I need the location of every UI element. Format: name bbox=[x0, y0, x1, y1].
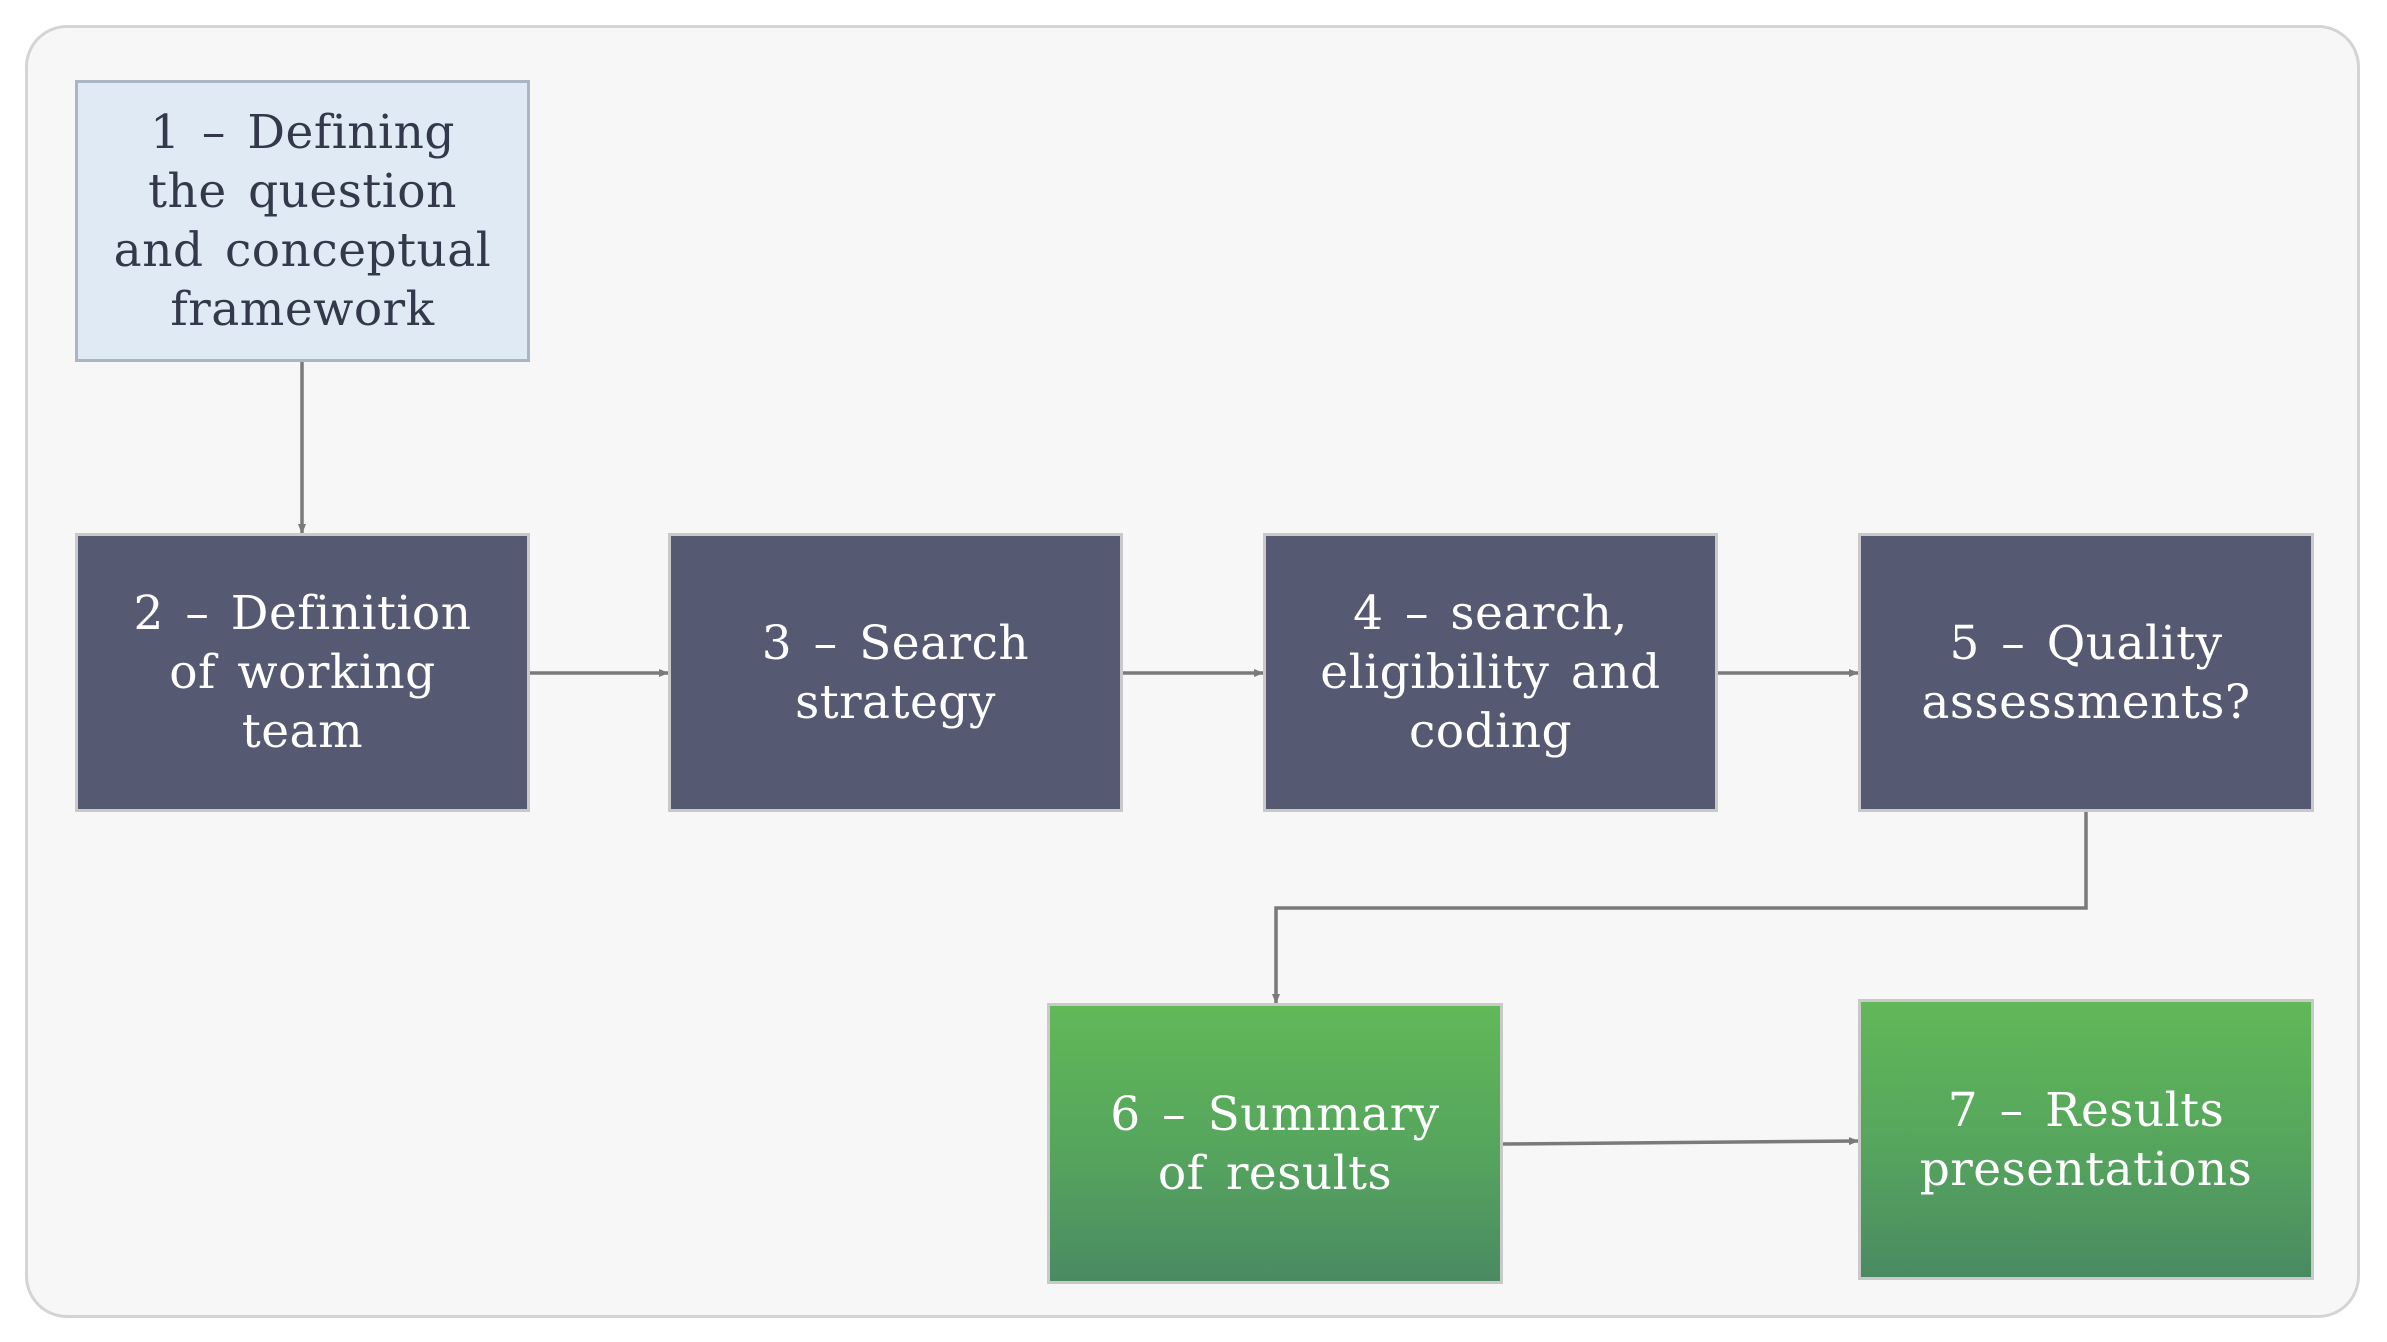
step-2-box: 2 – Definition of working team bbox=[75, 533, 530, 812]
step-7-box: 7 – Results presentations bbox=[1858, 999, 2314, 1280]
step-5-label: 5 – Quality assessments? bbox=[1921, 615, 2251, 730]
step-1-label: 1 – Defining the question and conceptual… bbox=[113, 105, 492, 337]
step-1-box: 1 – Defining the question and conceptual… bbox=[75, 80, 530, 362]
connector-6-7 bbox=[1502, 1137, 1859, 1146]
step-4-box: 4 – search, eligibility and coding bbox=[1263, 533, 1718, 812]
connector-5-6 bbox=[1272, 812, 2088, 1004]
step-3-label: 3 – Search strategy bbox=[761, 615, 1030, 730]
step-4-label: 4 – search, eligibility and coding bbox=[1320, 586, 1661, 759]
step-6-box: 6 – Summary of results bbox=[1047, 1003, 1503, 1284]
step-3-box: 3 – Search strategy bbox=[668, 533, 1123, 812]
step-2-label: 2 – Definition of working team bbox=[133, 586, 472, 759]
step-6-label: 6 – Summary of results bbox=[1110, 1086, 1440, 1201]
step-7-label: 7 – Results presentations bbox=[1919, 1082, 2253, 1197]
step-5-box: 5 – Quality assessments? bbox=[1858, 533, 2314, 812]
